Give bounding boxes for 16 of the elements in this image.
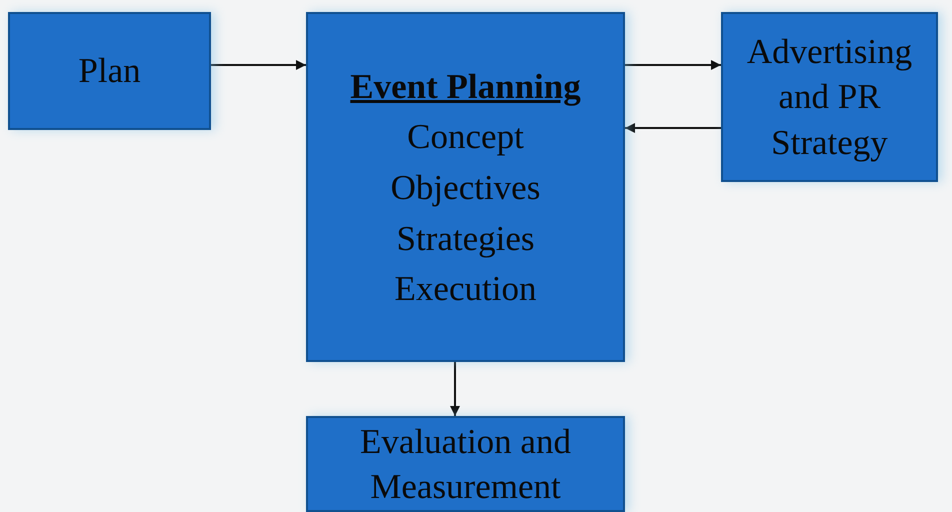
process-box — [306, 12, 625, 362]
box-label: Evaluation and Measurement — [359, 420, 572, 508]
process-box — [721, 12, 938, 182]
arrow — [625, 123, 721, 133]
box-text: Strategies — [396, 218, 535, 260]
box-text: Execution — [394, 268, 536, 310]
box-heading: Event Planning — [350, 66, 581, 108]
arrow — [450, 362, 460, 416]
box-text: Objectives — [390, 166, 540, 209]
process-box — [306, 416, 625, 512]
arrow — [625, 60, 721, 70]
process-box — [8, 12, 211, 130]
box-text: Concept — [407, 116, 524, 158]
box-label: Advertising and PR Strategy — [746, 30, 914, 164]
arrow — [211, 60, 306, 70]
box-label: Plan — [78, 50, 141, 92]
